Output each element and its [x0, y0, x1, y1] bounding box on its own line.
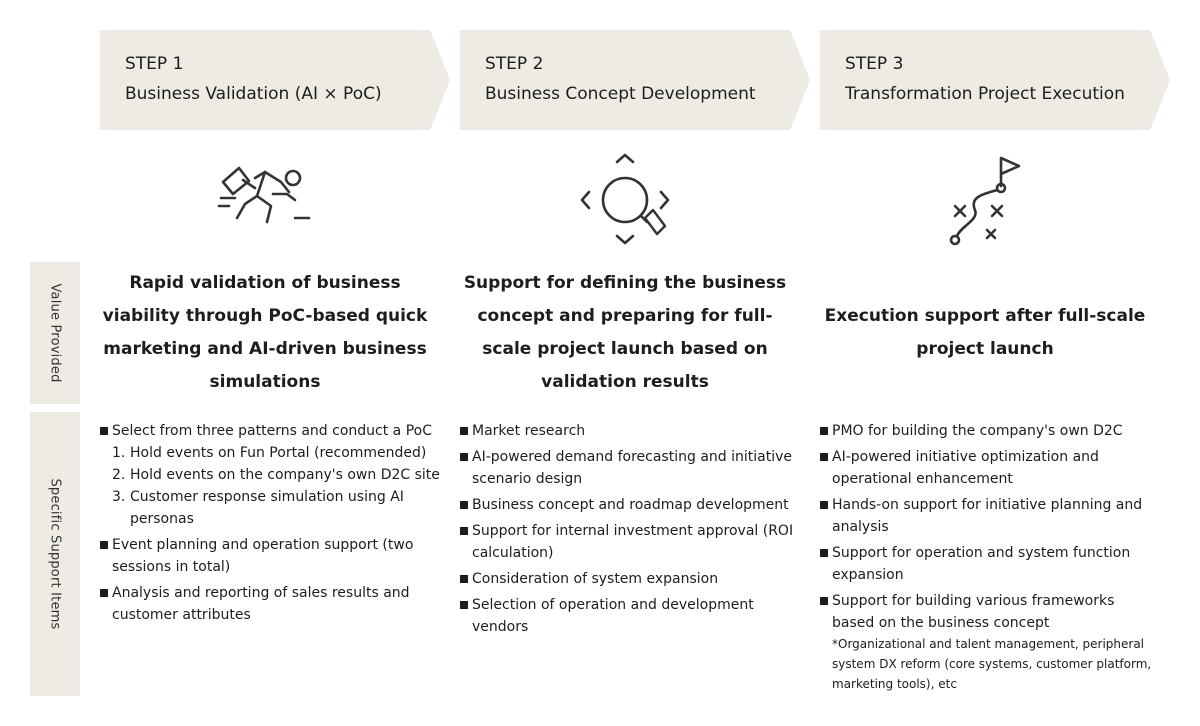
step1-header: STEP 1 Business Validation (AI × PoC) [100, 30, 450, 130]
sidebar-specific-support: Specific Support Items [30, 412, 80, 696]
list-item: Selection of operation and development v… [460, 594, 800, 638]
list-item: Business concept and roadmap development [460, 494, 800, 516]
step2-value: Support for defining the business concep… [463, 273, 787, 392]
framework-note: *Organizational and talent management, p… [832, 637, 1152, 691]
list-item-text: Support for building various frameworks … [832, 593, 1115, 631]
list-item: AI-powered initiative optimization and o… [820, 446, 1160, 490]
sub-list-item: 2.Hold events on the company's own D2C s… [112, 464, 440, 486]
step1-value: Rapid validation of business viability t… [102, 273, 428, 392]
sub-item-text: Customer response simulation using AI pe… [130, 489, 404, 527]
list-item: Event planning and operation support (tw… [100, 534, 440, 578]
sub-item-number: 1. [112, 445, 126, 461]
step1-title: Business Validation (AI × PoC) [125, 84, 382, 104]
list-item: Market research [460, 420, 800, 442]
strategy-flag-path-icon [935, 148, 1035, 248]
pattern-sublist: 1.Hold events on Fun Portal (recommended… [112, 442, 440, 530]
sub-item-text: Hold events on the company's own D2C sit… [130, 467, 440, 483]
step3-number: STEP 3 [845, 54, 904, 74]
value-provided-label: Value Provided [47, 283, 63, 383]
step2-header: STEP 2 Business Concept Development [460, 30, 810, 130]
step2-number: STEP 2 [485, 54, 544, 74]
list-item: Select from three patterns and conduct a… [100, 420, 440, 530]
step3-support-list: PMO for building the company's own D2C A… [820, 420, 1160, 698]
sub-item-number: 3. [112, 489, 126, 505]
specific-support-label: Specific Support Items [47, 478, 63, 630]
list-item: Support for building various frameworks … [820, 590, 1160, 694]
sub-list-item: 3.Customer response simulation using AI … [112, 486, 440, 530]
sub-item-number: 2. [112, 467, 126, 483]
magnifier-arrows-icon [575, 148, 675, 248]
list-item: Support for internal investment approval… [460, 520, 800, 564]
step3-header: STEP 3 Transformation Project Execution [820, 30, 1170, 130]
list-item: Hands-on support for initiative planning… [820, 494, 1160, 538]
step1-support-list: Select from three patterns and conduct a… [100, 420, 440, 630]
list-item: Consideration of system expansion [460, 568, 800, 590]
step1-number: STEP 1 [125, 54, 184, 74]
sidebar-value-provided: Value Provided [30, 262, 80, 404]
sub-item-text: Hold events on Fun Portal (recommended) [130, 445, 427, 461]
step3-title: Transformation Project Execution [845, 84, 1125, 104]
running-businessman-icon [215, 148, 315, 248]
sub-list-item: 1.Hold events on Fun Portal (recommended… [112, 442, 440, 464]
list-item-text: Select from three patterns and conduct a… [112, 423, 432, 439]
step2-support-list: Market research AI-powered demand foreca… [460, 420, 800, 642]
list-item: PMO for building the company's own D2C [820, 420, 1160, 442]
list-item: Support for operation and system functio… [820, 542, 1160, 586]
step3-value: Execution support after full-scale proje… [824, 306, 1146, 359]
list-item: AI-powered demand forecasting and initia… [460, 446, 800, 490]
list-item: Analysis and reporting of sales results … [100, 582, 440, 626]
step2-title: Business Concept Development [485, 84, 756, 104]
